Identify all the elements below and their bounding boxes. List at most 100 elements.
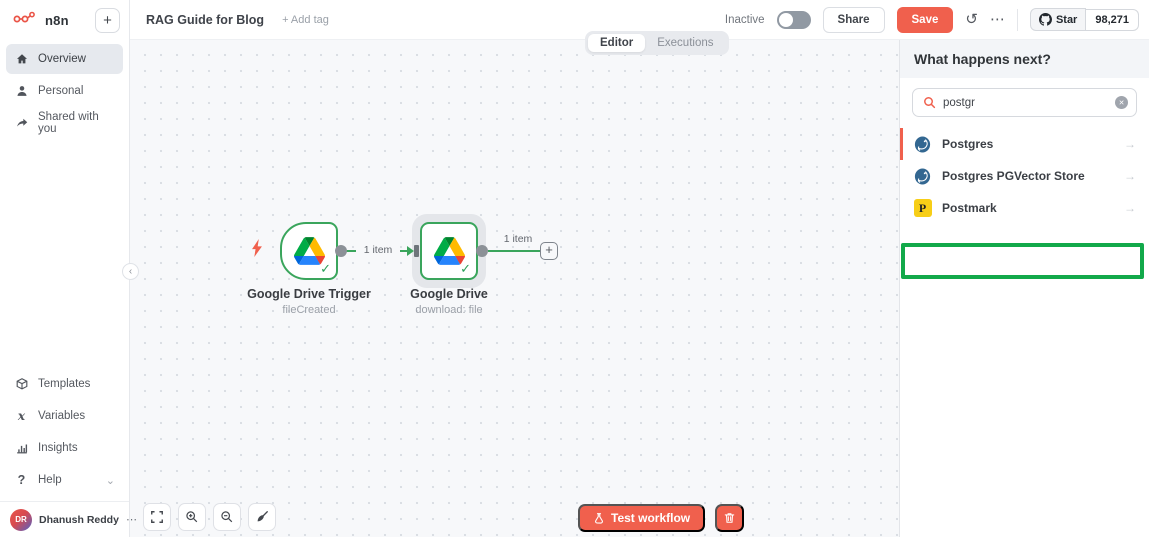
trash-icon [724, 513, 735, 523]
user-name: Dhanush Reddy [39, 513, 119, 526]
node-search-box[interactable]: ✕ [912, 88, 1137, 117]
sidebar-item-variables[interactable]: x Variables [6, 401, 123, 431]
tidy-up-broom-icon [257, 511, 268, 522]
n8n-logo: n8n [13, 11, 69, 30]
result-label: Postmark [942, 201, 997, 215]
clear-search-icon[interactable]: ✕ [1115, 96, 1128, 109]
sidebar: n8n + Overview Personal Shared [0, 0, 137, 537]
sidebar-nav-bottom: Templates x Variables Insights ? Help ⌄ [0, 365, 129, 501]
node-search-results: Postgres → Postgres PGVector Store → P P… [900, 128, 1149, 279]
output-port[interactable] [335, 245, 347, 257]
node-success-check-icon: ✓ [320, 261, 331, 276]
active-item-indicator [900, 128, 903, 160]
node-google-drive[interactable]: ✓ [420, 222, 478, 280]
sidebar-item-templates[interactable]: Templates [6, 369, 123, 399]
fit-view-button[interactable] [143, 503, 171, 531]
flask-icon [595, 512, 603, 524]
sidebar-item-label: Variables [38, 410, 86, 422]
github-star-count: 98,271 [1086, 8, 1139, 31]
test-workflow-label: Test workflow [611, 511, 691, 525]
avatar: DR [10, 508, 32, 531]
postmark-icon: P [913, 199, 932, 218]
sidebar-item-label: Overview [38, 53, 86, 65]
tab-executions[interactable]: Executions [657, 37, 714, 49]
save-button[interactable]: Save [896, 6, 954, 33]
node-success-check-icon: ✓ [460, 261, 471, 276]
arrow-right-icon: → [1124, 201, 1136, 215]
zoom-in-icon [186, 511, 198, 523]
arrow-right-icon: → [1124, 169, 1136, 183]
sidebar-collapse-button[interactable]: ‹ [122, 263, 139, 280]
result-label: Postgres [942, 137, 994, 151]
zoom-out-button[interactable] [213, 503, 241, 531]
brand-name: n8n [45, 12, 69, 28]
user-row[interactable]: DR Dhanush Reddy ⋯ [0, 501, 137, 537]
zoom-out-icon [221, 511, 233, 523]
status-label: Inactive [724, 13, 765, 26]
templates-box-icon [14, 377, 29, 392]
workflow-canvas[interactable] [130, 40, 899, 537]
node-creator-panel: What happens next? ✕ Postgres → [899, 40, 1149, 537]
sidebar-item-shared-with-you[interactable]: Shared with you [6, 108, 123, 138]
fit-view-icon [151, 511, 163, 523]
sidebar-item-label: Templates [38, 378, 91, 390]
result-item-postmark[interactable]: P Postmark → [900, 192, 1149, 224]
panel-header: What happens next? [900, 40, 1149, 78]
result-item-postgres-pgvector-store[interactable]: Postgres PGVector Store → [900, 160, 1149, 192]
postgres-elephant-icon [913, 167, 932, 186]
person-icon [14, 84, 29, 99]
github-star-label: Star [1055, 13, 1078, 26]
zoom-in-button[interactable] [178, 503, 206, 531]
github-star-badge[interactable]: Star 98,271 [1029, 8, 1139, 31]
result-item-postgres[interactable]: Postgres → [900, 128, 1149, 160]
topbar: RAG Guide for Blog + Add tag Inactive Sh… [130, 0, 1149, 40]
sidebar-item-label: Personal [38, 85, 84, 97]
sidebar-item-personal[interactable]: Personal [6, 76, 123, 106]
sidebar-item-insights[interactable]: Insights [6, 433, 123, 463]
workflow-title[interactable]: RAG Guide for Blog [146, 12, 265, 27]
canvas-controls [143, 503, 276, 531]
connection-items-label[interactable]: 1 item [356, 244, 400, 256]
help-icon: ? [17, 473, 26, 487]
active-toggle[interactable] [776, 10, 811, 29]
sidebar-nav-top: Overview Personal Shared with you [0, 40, 129, 140]
n8n-logo-icon [13, 11, 40, 30]
postgres-elephant-icon [913, 135, 932, 154]
editor-executions-tabs: Editor Executions [585, 31, 729, 55]
test-workflow-button[interactable]: Test workflow [578, 504, 706, 532]
home-icon [14, 52, 29, 67]
toggle-knob [778, 12, 793, 27]
add-tag-button[interactable]: + Add tag [282, 13, 329, 26]
topbar-right: Inactive Share Save ↺ ⋯ Star 98,271 [724, 6, 1149, 33]
highlight-annotation-box [901, 243, 1144, 279]
sidebar-item-help[interactable]: ? Help ⌄ [6, 465, 123, 495]
sidebar-item-label: Help [38, 474, 62, 486]
github-octocat-icon [1038, 13, 1052, 26]
more-options-ellipsis-icon[interactable]: ⋯ [989, 11, 1005, 28]
delete-workflow-button[interactable] [715, 504, 745, 532]
user-menu-ellipsis-icon[interactable]: ⋯ [125, 514, 138, 526]
output-port[interactable] [476, 245, 488, 257]
sidebar-item-overview[interactable]: Overview [6, 44, 123, 74]
logo-row: n8n + [0, 0, 129, 40]
arrow-right-icon: → [1124, 137, 1136, 151]
history-icon[interactable]: ↺ [965, 11, 978, 28]
tidy-up-button[interactable] [248, 503, 276, 531]
search-icon [923, 96, 936, 109]
tab-editor[interactable]: Editor [588, 34, 646, 52]
chevron-down-icon: ⌄ [105, 474, 115, 487]
panel-title: What happens next? [914, 51, 1051, 67]
new-workflow-button[interactable]: + [95, 7, 120, 33]
node-google-drive-trigger[interactable]: ✓ [280, 222, 338, 280]
add-node-plus-button[interactable]: + [540, 242, 558, 260]
share-forward-icon [14, 116, 29, 131]
variables-icon: x [17, 409, 26, 423]
result-label: Postgres PGVector Store [942, 169, 1085, 183]
share-button[interactable]: Share [822, 6, 885, 33]
sidebar-item-label: Shared with you [38, 111, 99, 135]
node-search-input[interactable] [943, 96, 1108, 109]
run-bar: Test workflow [578, 504, 745, 532]
insights-chart-icon [14, 441, 29, 456]
topbar-divider [1016, 8, 1018, 31]
